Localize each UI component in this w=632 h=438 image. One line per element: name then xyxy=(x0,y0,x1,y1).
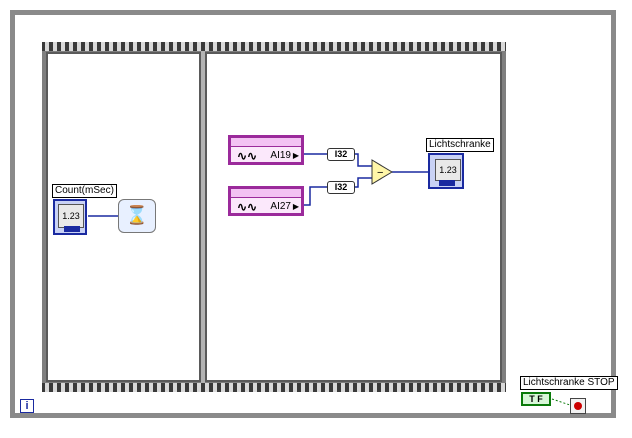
ai-channel-name: AI19 xyxy=(270,150,291,161)
i16-type-tag xyxy=(439,180,455,186)
count-display: 1.23 xyxy=(58,204,84,228)
subtract-node xyxy=(371,159,393,185)
wait-ms-icon[interactable]: ⌛ xyxy=(118,199,156,233)
dropdown-arrow-icon[interactable]: ▶ xyxy=(292,151,299,160)
ai-channel-name: AI27 xyxy=(270,201,291,212)
ai-block-header xyxy=(231,138,301,147)
indicator-display: 1.23 xyxy=(435,159,461,181)
waveform-icon: ∿∿ xyxy=(237,149,258,163)
to-i32-conversion[interactable]: I32 xyxy=(327,148,355,161)
stop-label: Lichtschranke STOP xyxy=(520,376,618,390)
sequence-film-bottom xyxy=(42,383,506,392)
boolean-control[interactable]: T F xyxy=(521,392,551,406)
u32-type-tag xyxy=(64,226,80,232)
stop-icon[interactable] xyxy=(570,398,586,414)
sequence-frame-2 xyxy=(205,52,502,382)
sequence-film-top xyxy=(42,42,506,51)
count-control[interactable]: 1.23 xyxy=(53,199,87,235)
to-i32-conversion[interactable]: I32 xyxy=(327,181,355,194)
dropdown-arrow-icon[interactable]: ▶ xyxy=(292,202,299,211)
indicator-label: Lichtschranke xyxy=(426,138,494,152)
ai-block-header xyxy=(231,189,301,198)
svg-text:−: − xyxy=(377,167,383,179)
lichtschranke-indicator[interactable]: 1.23 xyxy=(428,153,464,189)
flat-sequence-structure xyxy=(42,42,506,392)
ai19-channel-constant[interactable]: ∿∿ AI19 ▶ xyxy=(228,135,304,165)
sequence-divider xyxy=(201,51,205,383)
ai27-channel-constant[interactable]: ∿∿ AI27 ▶ xyxy=(228,186,304,216)
count-label: Count(mSec) xyxy=(52,184,117,198)
info-icon[interactable]: i xyxy=(20,399,34,413)
waveform-icon: ∿∿ xyxy=(237,200,258,214)
